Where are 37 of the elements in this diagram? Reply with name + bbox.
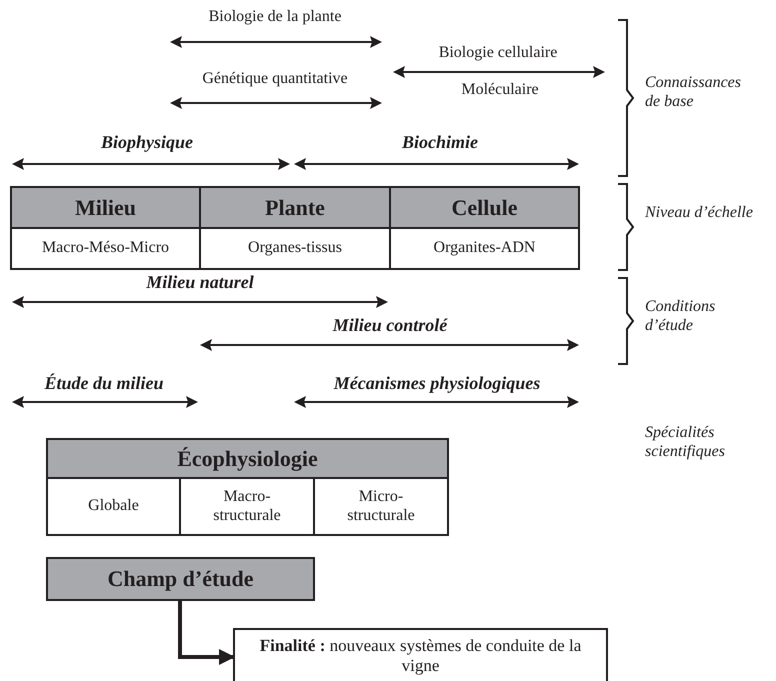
range-label: Étude du milieu (44, 373, 164, 395)
header-cell (389, 186, 580, 229)
header-cell (46, 557, 315, 601)
range-label: Biologie cellulaire (438, 43, 558, 62)
arrow (178, 601, 235, 665)
header-text: Plante (265, 194, 325, 220)
cell-text: Organites-ADN (434, 239, 536, 258)
header-cell (199, 186, 391, 229)
cell-text: Globale (88, 497, 139, 516)
table-cell (10, 227, 201, 270)
header-text: Cellule (452, 194, 518, 220)
table-cell (389, 227, 580, 270)
goal-box (233, 628, 608, 681)
category-label: Niveau d’échelle (645, 203, 753, 222)
range-label: Biophysique (101, 132, 193, 154)
header-cell (10, 186, 201, 229)
cell-text: Micro- structurale (346, 488, 416, 525)
table-cell (313, 477, 449, 536)
header-text: Champ d’étude (107, 566, 254, 592)
table-cell (46, 477, 181, 536)
header-text: Écophysiologie (177, 446, 318, 472)
range-label: Biologie de la plante (208, 7, 342, 26)
range-label: Mécanismes physiologiques (334, 373, 540, 395)
category-label: Spécialités scientifiques (645, 423, 726, 462)
range-label: Biochimie (402, 132, 478, 154)
category-label: Conditions d’étude (645, 297, 716, 336)
cell-text: Finalité : nouveaux systèmes de conduite de la vigne (258, 636, 582, 676)
range-label: Génétique quantitative (202, 69, 348, 88)
header-cell (46, 438, 449, 479)
header-text: Milieu (74, 194, 136, 220)
range-label: Milieu controlé (332, 315, 448, 337)
cell-text: Organes-tissus (248, 239, 342, 258)
range-label: Milieu naturel (146, 272, 254, 294)
category-label: Connaissances de base (645, 73, 742, 112)
cell-text: Macro-Méso-Micro (42, 239, 170, 258)
range-label: Moléculaire (461, 80, 539, 100)
cell-text: Macro- structurale (212, 488, 282, 525)
